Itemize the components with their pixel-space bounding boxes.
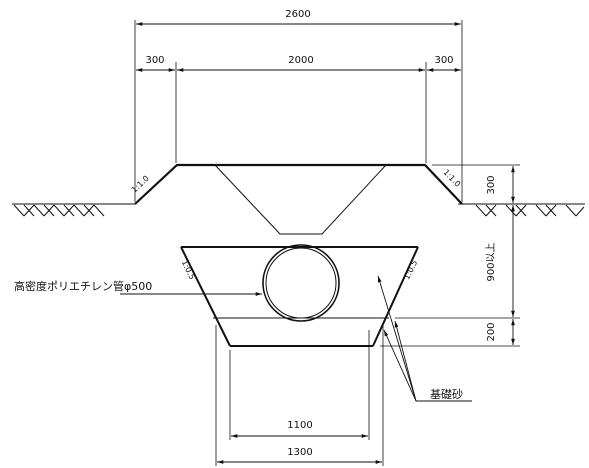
- ground-hatch-right: [458, 203, 585, 217]
- embankment-outline: [134, 163, 463, 205]
- dim-cover-height: 300: [486, 175, 497, 194]
- dim-bottom-outer: 1300: [287, 447, 312, 458]
- pipe: [262, 244, 340, 322]
- extension-lines: [134, 20, 520, 466]
- dim-top-width: 2000: [288, 55, 313, 66]
- dim-bottom-inner: 1100: [287, 420, 312, 431]
- slope-trench-right: 1:0.5: [402, 259, 419, 281]
- dim-bed-thickness: 200: [486, 322, 497, 341]
- slope-trench-left: 1:0.5: [180, 259, 197, 281]
- ground-hatch-left: [12, 203, 135, 217]
- foundation-sand-label: 基礎砂: [430, 388, 463, 401]
- leader-lines: [120, 275, 472, 402]
- upper-trench-outline: [214, 164, 387, 235]
- dimension-lines: [136, 22, 515, 464]
- dim-total-width: 2600: [285, 9, 310, 20]
- pipe-label: 高密度ポリエチレン管φ500: [14, 279, 152, 293]
- dim-depth: 900以上: [485, 242, 497, 281]
- lower-trench: [180, 246, 419, 347]
- dim-right-shoulder: 300: [434, 55, 453, 66]
- dim-left-shoulder: 300: [145, 55, 164, 66]
